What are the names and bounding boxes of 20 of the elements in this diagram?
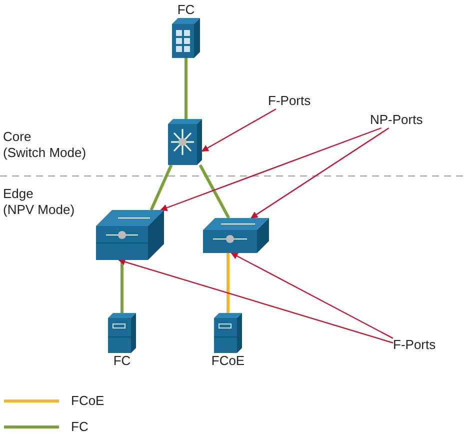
tier-label: Edge (NPV Mode): [3, 186, 75, 218]
port-label: NP-Ports: [370, 112, 426, 128]
leader-arrow: [230, 252, 394, 339]
device-label: FC: [113, 353, 131, 369]
port-label: F-Ports: [393, 337, 439, 353]
port-label: F-Ports: [268, 93, 314, 109]
link-line: [150, 164, 173, 211]
legend-label: FCoE: [71, 393, 104, 409]
link-line: [198, 164, 230, 219]
device-label: FC: [177, 2, 195, 18]
leader-arrow: [118, 258, 394, 344]
link-line: [226, 253, 230, 313]
link-line: [120, 260, 124, 313]
leader-arrow: [201, 108, 276, 152]
legend-label: FC: [71, 419, 88, 435]
tier-label: Core (Switch Mode): [3, 129, 86, 161]
leader-arrow: [160, 127, 382, 212]
link-line: [184, 58, 188, 119]
leader-arrow: [250, 128, 390, 218]
device-label: FCoE: [211, 353, 245, 369]
